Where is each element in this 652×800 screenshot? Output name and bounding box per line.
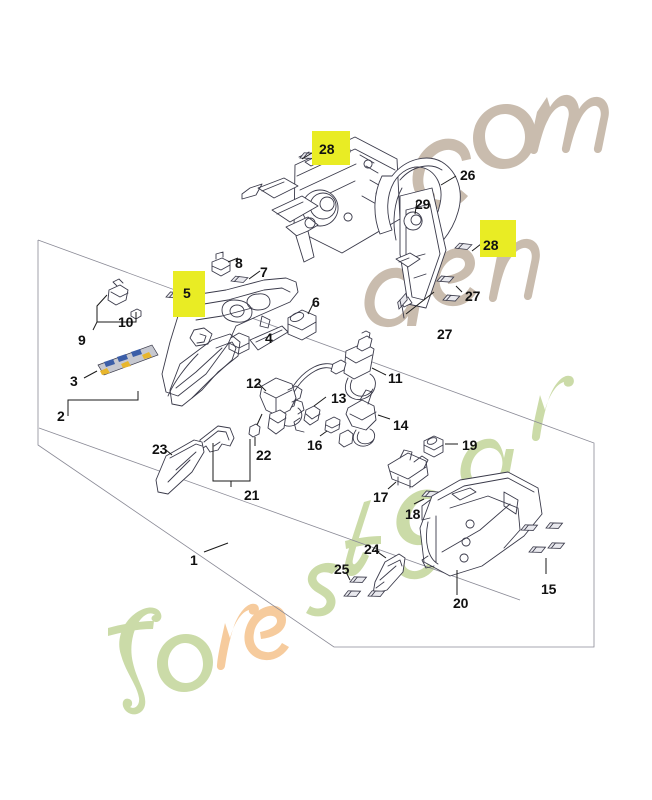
part-11-switch xyxy=(343,330,387,401)
part-6-bushing xyxy=(287,301,317,341)
callout-12: 12 xyxy=(246,375,262,391)
part-13-clip xyxy=(293,396,327,433)
callout-6: 6 xyxy=(312,294,320,310)
callout-27-upper: 27 xyxy=(465,288,481,304)
callout-22: 22 xyxy=(256,447,272,463)
callout-2: 2 xyxy=(57,408,65,424)
highlight-label-28-right: 28 xyxy=(483,237,499,253)
callout-16: 16 xyxy=(307,437,323,453)
callout-17: 17 xyxy=(373,489,389,505)
part-28-engine-housing xyxy=(241,136,401,263)
part-7-bolt xyxy=(229,270,261,287)
part-28-bolt-right xyxy=(453,238,482,254)
highlight-label-28-top: 28 xyxy=(319,141,335,157)
part-12-trigger-housing xyxy=(257,377,305,435)
highlight-label-5: 5 xyxy=(183,285,191,301)
part-24-bumper-spike xyxy=(372,549,406,595)
part-8-bushing xyxy=(211,251,239,277)
part-25-bolts xyxy=(342,571,387,602)
callout-26: 26 xyxy=(460,167,476,183)
part-18-bolt xyxy=(413,486,441,505)
main-parts-panel-frame xyxy=(37,239,595,648)
callout-24: 24 xyxy=(364,541,380,557)
part-15-bolts xyxy=(519,517,567,574)
part-19-bushing xyxy=(423,435,458,458)
callout-20: 20 xyxy=(453,595,469,611)
part-20-crankcase-cover xyxy=(419,471,543,595)
callout-27-lower: 27 xyxy=(437,326,453,342)
part-21-trigger xyxy=(199,425,251,487)
callout-8: 8 xyxy=(235,255,243,271)
callout-25: 25 xyxy=(334,561,350,577)
callout-10: 10 xyxy=(118,314,134,330)
panel-diagonal-divider xyxy=(38,427,521,601)
callout-4: 4 xyxy=(265,330,273,346)
part-14-throttle-lever xyxy=(338,389,391,448)
part-27-bolts xyxy=(395,271,463,315)
highlight-box-28-right xyxy=(480,220,516,257)
callout-3: 3 xyxy=(70,373,78,389)
callout-23: 23 xyxy=(152,441,168,457)
callout-11: 11 xyxy=(388,370,403,386)
part-23-grip xyxy=(155,439,205,495)
part-3-warning-sticker xyxy=(83,344,159,379)
callout-1: 1 xyxy=(190,552,198,568)
callout-18: 18 xyxy=(405,506,421,522)
part-17-bracket xyxy=(387,449,429,490)
callout-21: 21 xyxy=(244,487,260,503)
part-22-pin xyxy=(248,413,263,446)
callout-15: 15 xyxy=(541,581,557,597)
part-29-handle-body xyxy=(395,175,457,319)
callout-19: 19 xyxy=(462,437,478,453)
highlight-box-28-top xyxy=(312,131,350,165)
highlight-box-5 xyxy=(173,271,205,317)
callout-9: 9 xyxy=(78,332,86,348)
callout-14: 14 xyxy=(393,417,409,433)
part-1-lead xyxy=(203,542,229,553)
callout-7: 7 xyxy=(260,264,268,280)
part-2-assembly-lead xyxy=(67,391,139,416)
part-16-grommet xyxy=(319,416,341,437)
callout-29: 29 xyxy=(415,196,431,212)
part-9-10-group xyxy=(92,278,142,331)
callout-13: 13 xyxy=(331,390,347,406)
